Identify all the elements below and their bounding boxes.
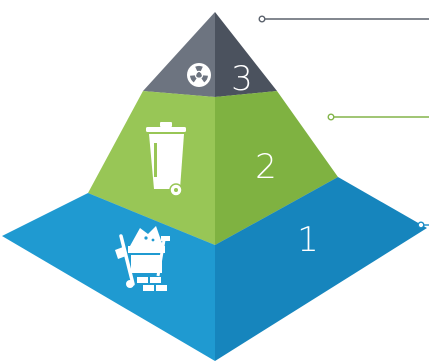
connector-2: [327, 113, 429, 121]
construction-waste-icon: [115, 226, 170, 291]
tier-2: 2: [88, 91, 338, 245]
tier-3: 3: [143, 12, 277, 99]
tier-1-left-face: [2, 193, 215, 361]
tier-2-number: 2: [255, 147, 277, 187]
radioactive-icon: [187, 63, 211, 87]
tier-2-right-face: [215, 91, 338, 245]
tier-1: 1: [2, 177, 427, 361]
tier-1-number: 1: [297, 220, 319, 260]
tier-3-right-face: [215, 12, 277, 97]
connector-2-dot: [327, 113, 335, 121]
connector-3: [258, 15, 429, 23]
wheelie-bin-icon: [146, 122, 186, 197]
tier-1-right-face: [215, 177, 427, 361]
connector-3-dot: [258, 15, 266, 23]
connector-1: [417, 221, 429, 229]
connector-1-dot: [417, 221, 425, 229]
tier-3-number: 3: [231, 59, 253, 99]
